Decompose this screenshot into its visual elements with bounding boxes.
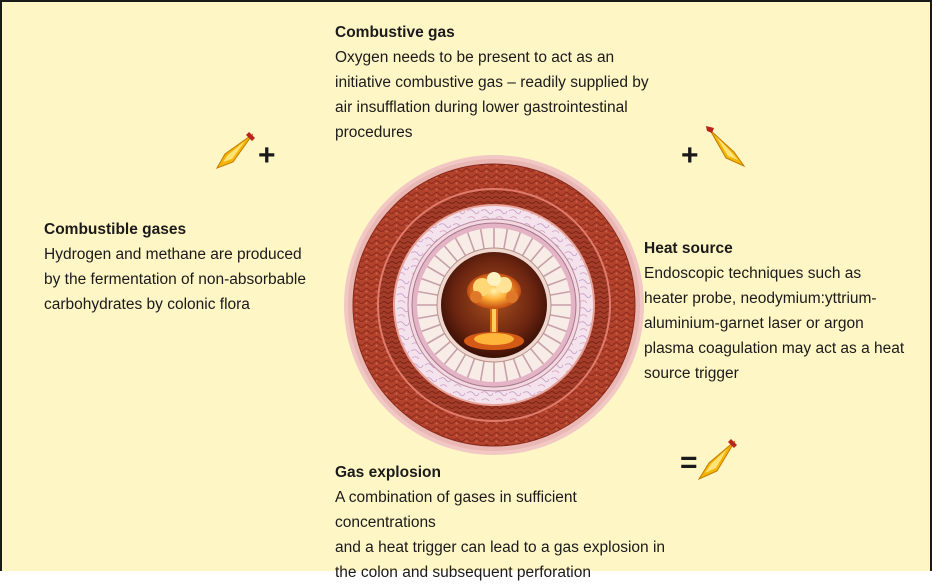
heat-source-heading: Heat source (644, 236, 914, 261)
gas-explosion-block: Gas explosion A combination of gases in … (335, 460, 675, 585)
gas-explosion-line: A combination of gases in sufficient con… (335, 485, 675, 535)
combustible-gases-line: Hydrogen and methane are produced (44, 242, 324, 267)
flame-icon (704, 124, 746, 168)
heat-source-line: Endoscopic techniques such as (644, 261, 914, 286)
gas-explosion-line: and a heat trigger can lead to a gas exp… (335, 535, 675, 560)
heat-source-line: source trigger (644, 361, 914, 386)
flame-icon (215, 130, 257, 170)
heat-source-line: plasma coagulation may act as a heat (644, 336, 914, 361)
combustive-gas-line: initiative combustive gas – readily supp… (335, 70, 665, 95)
combustive-gas-line: procedures (335, 120, 665, 145)
heat-source-line: aluminium-garnet laser or argon (644, 311, 914, 336)
gas-explosion-heading: Gas explosion (335, 460, 675, 485)
combustive-gas-line: air insufflation during lower gastrointe… (335, 95, 665, 120)
combustive-gas-heading: Combustive gas (335, 20, 665, 45)
flame-icon (697, 437, 739, 481)
plus-sign: + (681, 141, 699, 171)
colon-cross-section-icon (340, 153, 652, 457)
combustible-gases-block: Combustible gases Hydrogen and methane a… (44, 217, 324, 317)
combustible-gases-line: carbohydrates by colonic flora (44, 292, 324, 317)
diagram-canvas: Combustive gas Oxygen needs to be presen… (0, 0, 932, 571)
plus-sign: + (258, 141, 276, 171)
combustible-gases-heading: Combustible gases (44, 217, 324, 242)
heat-source-block: Heat source Endoscopic techniques such a… (644, 236, 914, 386)
combustive-gas-line: Oxygen needs to be present to act as an (335, 45, 665, 70)
gas-explosion-line: the colon and subsequent perforation (335, 560, 675, 585)
equals-sign: = (680, 448, 698, 478)
combustive-gas-block: Combustive gas Oxygen needs to be presen… (335, 20, 665, 145)
combustible-gases-line: by the fermentation of non-absorbable (44, 267, 324, 292)
heat-source-line: heater probe, neodymium:yttrium- (644, 286, 914, 311)
